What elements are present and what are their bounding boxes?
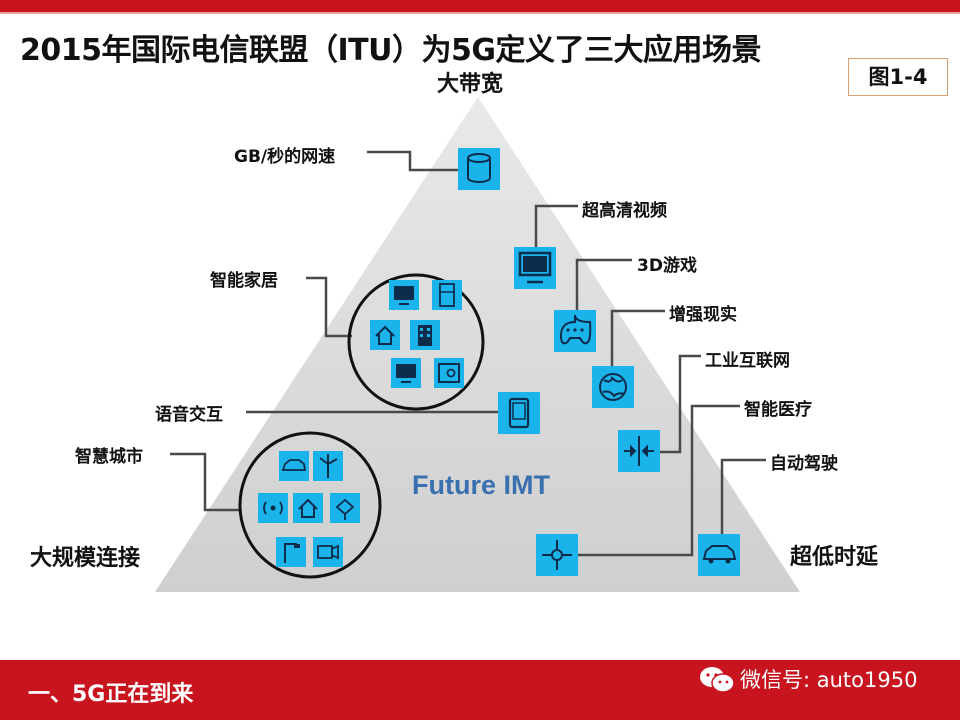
tv-small-icon — [391, 358, 421, 388]
label-uhd-video: 超高清视频 — [582, 201, 667, 221]
top-red-bar — [0, 0, 960, 12]
arrows-in-icon — [618, 430, 660, 472]
car-small-icon — [279, 451, 309, 481]
wechat-id: 微信号: auto1950 — [740, 668, 918, 692]
connector-autodrive — [720, 458, 766, 534]
center-label: Future IMT — [412, 470, 550, 500]
label-voice-interaction: 语音交互 — [155, 405, 223, 425]
car-icon — [698, 534, 740, 576]
streetlight-icon — [276, 537, 306, 567]
safe-icon — [434, 358, 464, 388]
label-smart-city: 智慧城市 — [75, 447, 143, 467]
network-nodes-icon — [330, 493, 360, 523]
connector-smart-home — [306, 276, 352, 338]
database-icon — [458, 148, 500, 190]
label-gb-speed: GB/秒的网速 — [234, 147, 336, 167]
label-smart-home: 智能家居 — [210, 271, 278, 291]
label-top-bandwidth: 大带宽 — [437, 72, 504, 97]
label-industrial-internet: 工业互联网 — [705, 351, 790, 371]
wireless-signal-icon — [258, 493, 288, 523]
gamepad-icon — [554, 310, 596, 352]
label-low-latency: 超低时延 — [790, 545, 879, 570]
network-hub-icon — [536, 534, 578, 576]
tv-icon — [514, 247, 556, 289]
footer-section-title: 一、5G正在到来 — [28, 682, 194, 707]
connector-smart-city — [170, 452, 240, 512]
connector-uhd-video — [534, 204, 578, 248]
label-3d-game: 3D游戏 — [637, 256, 697, 276]
house-icon — [370, 320, 400, 350]
building-icon — [410, 320, 440, 350]
footer-red-bar — [0, 660, 960, 720]
monitor-icon — [389, 280, 419, 310]
globe-icon — [592, 366, 634, 408]
wechat-icon — [700, 667, 735, 693]
label-smart-medical: 智能医疗 — [744, 400, 812, 420]
house-small-icon — [293, 493, 323, 523]
connector-industrial — [658, 354, 701, 454]
video-camera-icon — [313, 537, 343, 567]
smart-city-circle — [238, 431, 382, 579]
wind-turbine-icon — [313, 451, 343, 481]
slide-title: 2015年国际电信联盟（ITU）为5G定义了三大应用场景 — [20, 33, 761, 68]
phone-icon — [498, 392, 540, 434]
top-bar-highlight — [0, 12, 960, 14]
connector-medical — [578, 404, 740, 557]
connector-ar — [610, 309, 665, 368]
label-autonomous-driving: 自动驾驶 — [770, 454, 838, 474]
smart-home-circle — [347, 273, 485, 411]
fridge-icon — [432, 280, 462, 310]
connector-3d-game — [575, 258, 632, 310]
connector-gb-speed — [367, 150, 458, 172]
figure-label: 图1-4 — [848, 58, 948, 96]
label-massive-connection: 大规模连接 — [30, 546, 141, 571]
connector-lines — [170, 150, 766, 557]
label-ar: 增强现实 — [669, 305, 737, 325]
